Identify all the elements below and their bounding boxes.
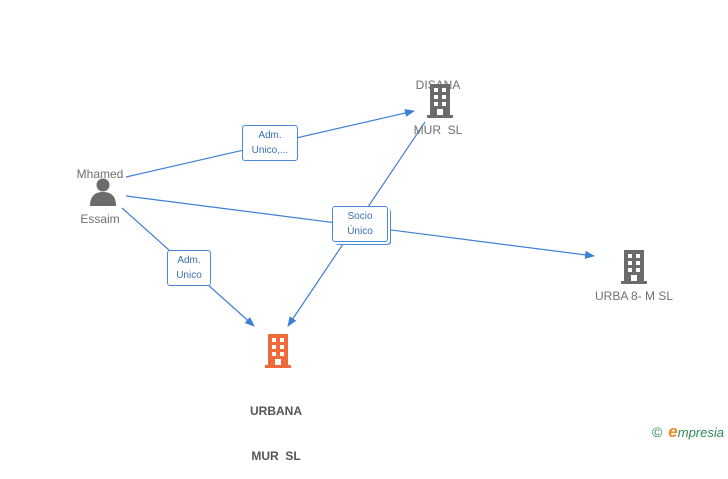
brand-wordmark: empresia <box>668 422 724 442</box>
edge-label-socio-unico[interactable]: Socio Único <box>332 206 388 242</box>
edge-label-line2: Unico <box>176 270 202 281</box>
person-name-line2: Essaim <box>80 212 120 226</box>
building-icon[interactable] <box>618 250 650 284</box>
copyright-symbol: © <box>651 424 663 440</box>
disana-name-line2: MUR SL <box>413 123 463 137</box>
building-icon[interactable] <box>424 84 456 118</box>
edge-label-adm-unico-urbana[interactable]: Adm. Unico <box>167 250 211 286</box>
building-icon[interactable] <box>262 334 294 368</box>
edge-label-adm-unico-disana[interactable]: Adm. Unico,... <box>242 125 298 161</box>
brand-initial: e <box>668 422 678 441</box>
edge-label-line1: Adm. <box>258 130 282 141</box>
edge-label-line2: Unico,... <box>251 145 289 156</box>
edge-label-line2: Único <box>347 226 373 237</box>
urba8-name[interactable]: URBA 8- M SL <box>594 289 674 303</box>
person-name[interactable]: Mhamed Essaim <box>60 137 140 242</box>
edge-label-line1: Adm. <box>177 255 201 266</box>
person-name-line1: Mhamed <box>76 167 124 181</box>
urbana-name-line2: MUR SL <box>251 449 301 463</box>
empresia-logo: © empresia <box>652 422 724 442</box>
person-icon[interactable] <box>88 176 118 206</box>
urbana-name-line1: URBANA <box>250 404 302 418</box>
urbana-name[interactable]: URBANA MUR SL <box>236 374 316 479</box>
brand-name: mpresia <box>677 425 724 440</box>
edge-label-line1: Socio <box>347 211 373 222</box>
